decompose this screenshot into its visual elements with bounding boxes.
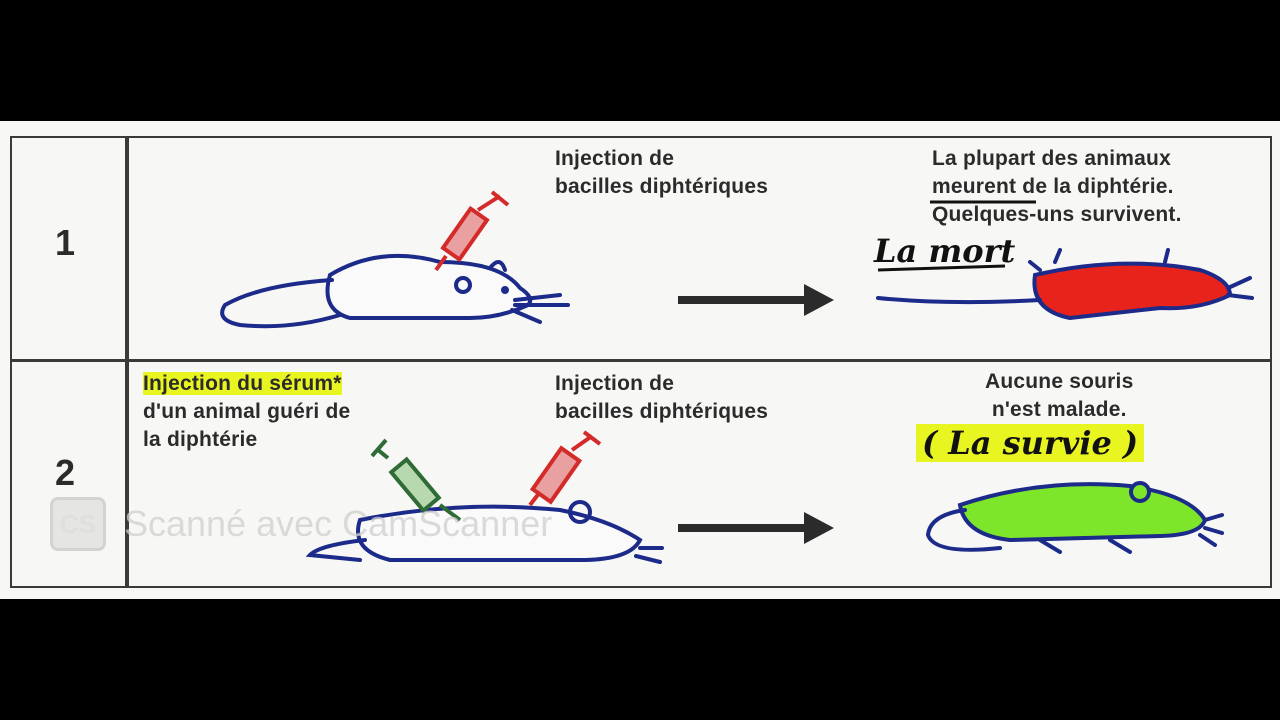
- camscanner-logo: CS: [50, 497, 106, 551]
- row-1-white-mouse: [220, 253, 570, 329]
- row-divider: [10, 359, 1272, 362]
- row-2-green-syringe: [370, 438, 462, 522]
- column-divider: [125, 136, 129, 588]
- camscanner-watermark: CS Scanné avec CamScanner: [50, 497, 552, 551]
- row-2-handwritten-note: ( La survie ): [916, 424, 1145, 462]
- row-1-number: 1: [55, 222, 76, 263]
- row-1-red-mouse: [876, 248, 1254, 321]
- row-2-arrow: [678, 512, 834, 544]
- camscanner-text: Scanné avec CamScanner: [124, 503, 553, 544]
- serum-highlight: Injection du sérum*: [143, 372, 342, 395]
- row-2-serum-text: Injection du sérum* d'un animal guéri de…: [143, 372, 351, 451]
- row-1-injection-text: Injection de bacilles diphtériques: [555, 147, 769, 198]
- row-2-injection-text: Injection de bacilles diphtériques: [555, 372, 769, 423]
- table-frame: [10, 136, 1272, 588]
- row-1-handwritten-note: La mort: [874, 232, 1016, 270]
- row-1-arrow: [678, 284, 834, 316]
- row-2-white-mouse: [305, 500, 664, 564]
- row-2-green-mouse: [925, 481, 1224, 554]
- la-mort-underline: [877, 264, 1006, 272]
- row-2-red-syringe: [528, 430, 602, 507]
- row-1-red-syringe: [434, 190, 510, 272]
- row-2-number: 2: [55, 452, 76, 493]
- row-1-result-text: La plupart des animaux meurent de la dip…: [932, 147, 1182, 226]
- row-2-result-text: Aucune souris n'est malade.: [985, 370, 1134, 421]
